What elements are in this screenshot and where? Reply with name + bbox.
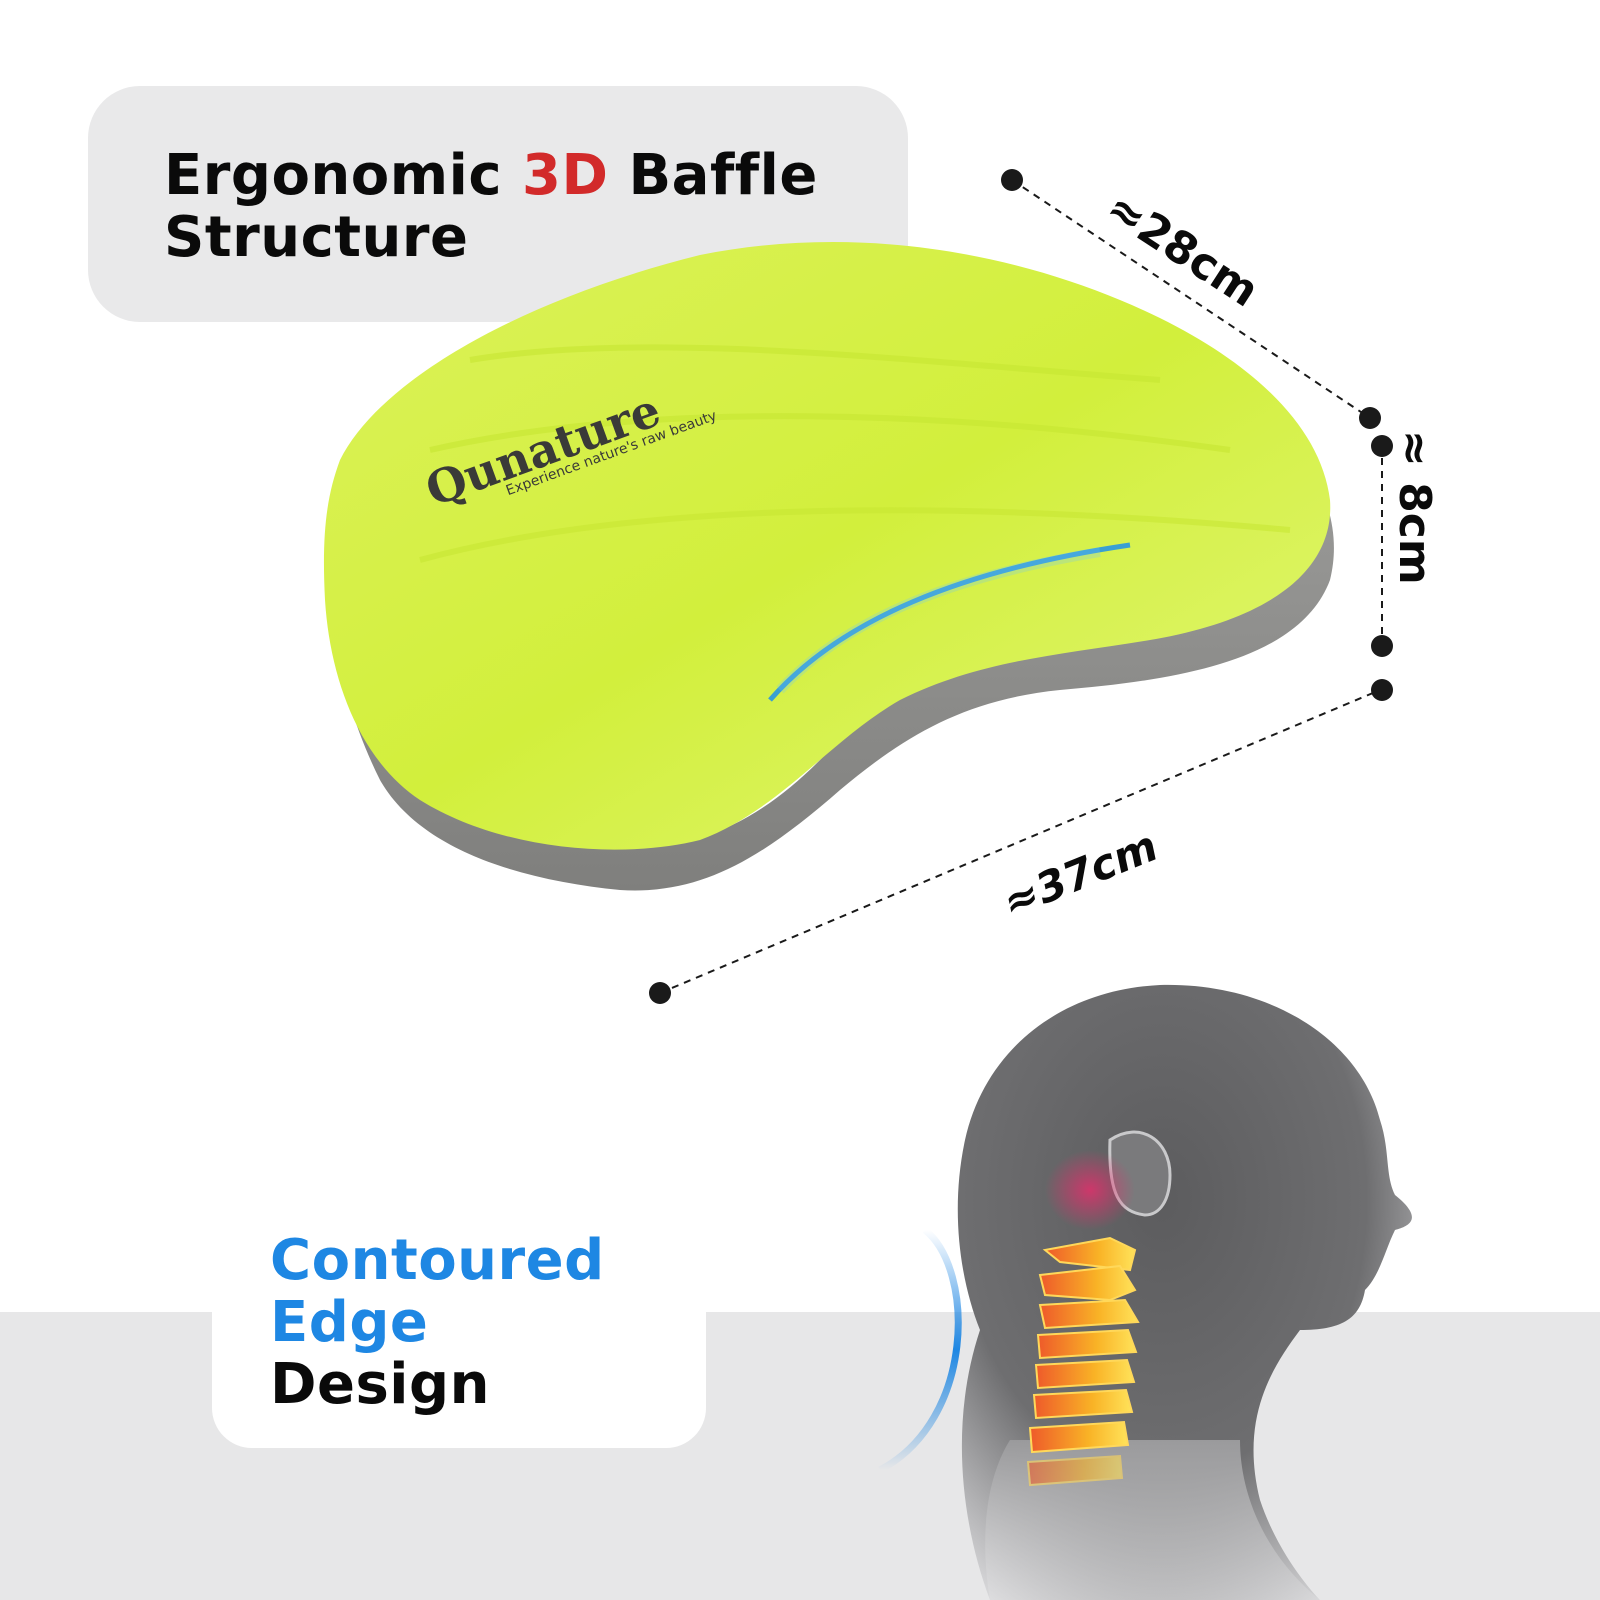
dimension-lines (659, 179, 1383, 994)
headline-part1: Ergonomic (164, 143, 523, 208)
contour-arc-icon (878, 1227, 962, 1474)
headline-part2: Baffle (608, 143, 818, 208)
feature-card (212, 1212, 706, 1448)
headline-line2: Structure (164, 205, 469, 270)
feature-line3: Design (270, 1352, 490, 1417)
headline-accent: 3D (522, 143, 609, 208)
headline: Ergonomic 3D Baffle Structure (164, 145, 818, 269)
dimension-endpoints (649, 169, 1393, 1004)
feature-line1: Contoured (270, 1228, 605, 1293)
pillow (323, 242, 1334, 891)
height-dimension-label: ≈ 8cm (1389, 430, 1440, 585)
feature-line2: Edge (270, 1290, 429, 1355)
feature-heading: Contoured Edge Design (270, 1230, 605, 1416)
head-spine-illustration (957, 984, 1412, 1600)
